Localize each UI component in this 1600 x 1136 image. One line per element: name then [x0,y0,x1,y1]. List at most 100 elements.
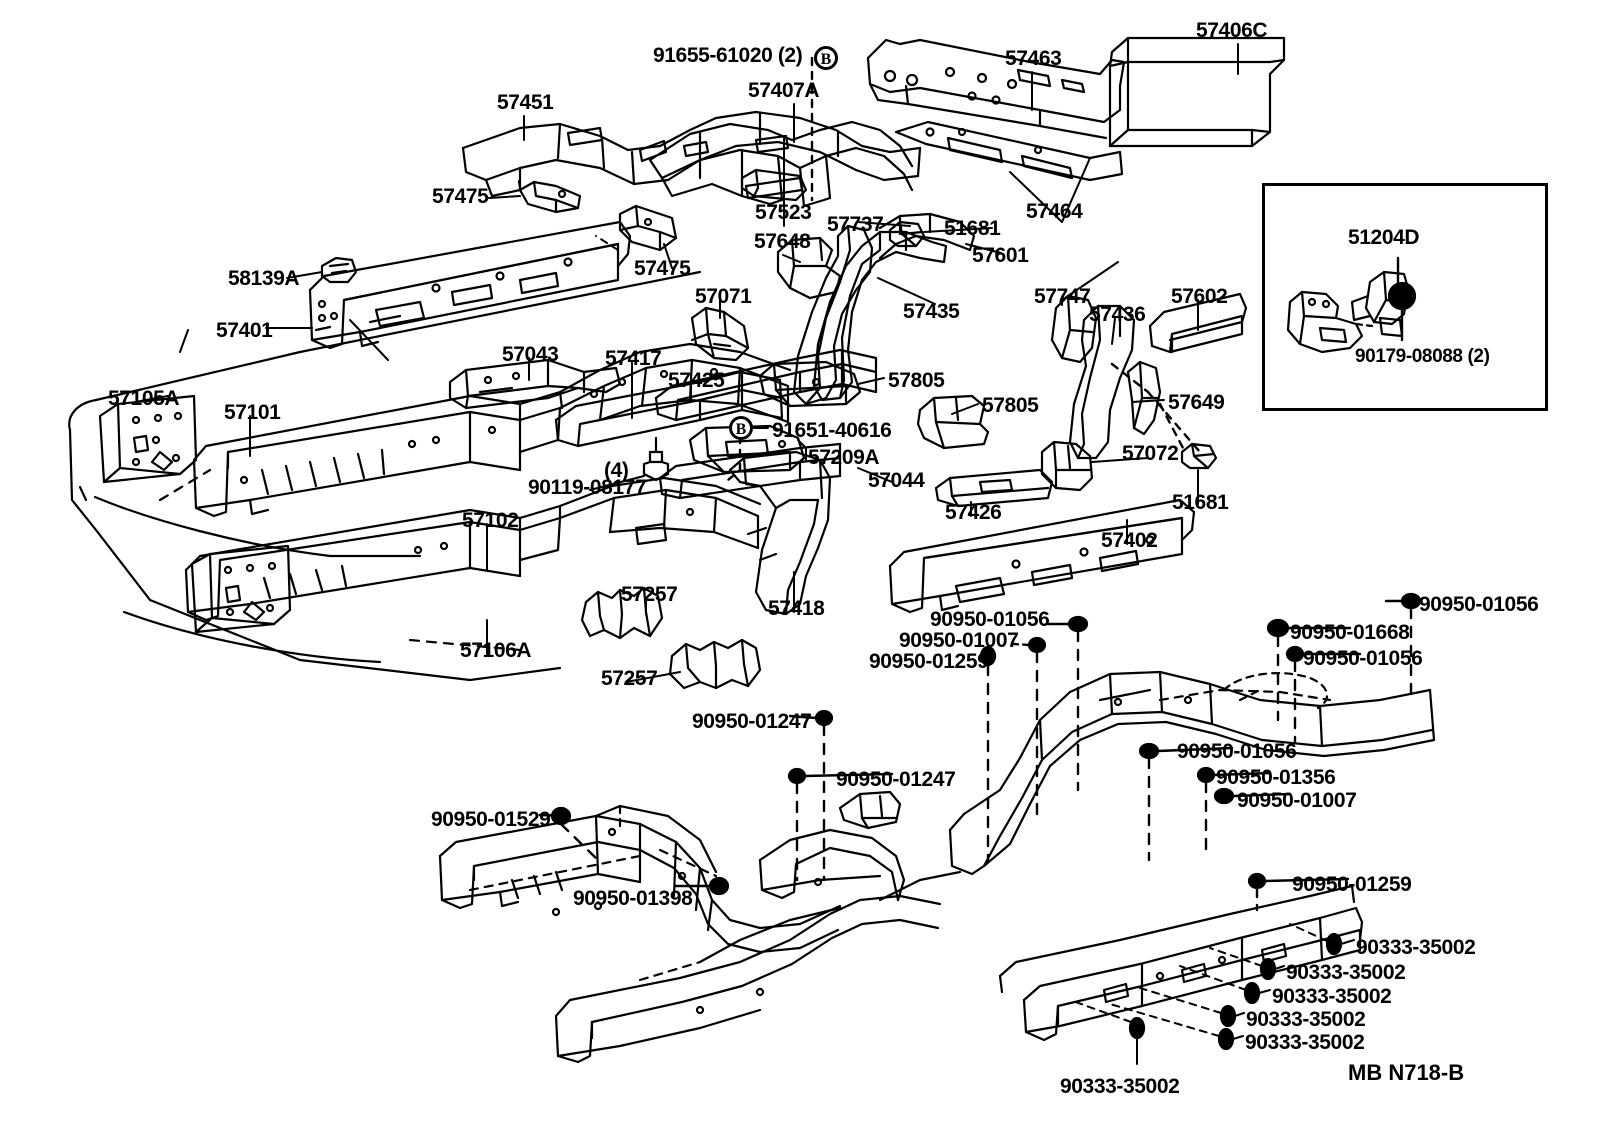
part-58139A [320,256,358,284]
part-57418 [728,450,832,616]
part-57407A [648,120,914,208]
part-57475-b [618,204,678,252]
part-number-l-57417: 57417 [605,347,662,370]
part-number-l-bolt-1529: 90950-01529 [431,808,551,831]
part-number-l-bolt-1056-d: 90950-01056 [1303,647,1423,670]
part-number-l-bolt-1007-a: 90950-01007 [899,629,1019,652]
part-number-l-bolt-1056-c: 90950-01056 [1419,593,1539,616]
part-90119-08177 [642,436,670,482]
part-57805-a [758,360,862,408]
part-57805-b [916,394,990,450]
part-57523-detail [740,168,808,202]
part-number-l-57435: 57435 [903,300,960,323]
part-number-l-51681-a: 51681 [944,217,1001,240]
part-number-l-gr-6: 90333-35002 [1060,1075,1180,1098]
part-57406C [1108,36,1286,148]
circled-marker-b-mid: B [729,416,753,440]
part-57649 [1126,360,1162,436]
part-57451 [461,110,922,198]
part-number-l-57102: 57102 [462,509,519,532]
part-57105A [98,394,198,484]
lower-centre-assembly [554,790,962,1064]
part-number-l-gr-4: 90333-35002 [1246,1008,1366,1031]
part-57257-b [668,638,762,690]
part-number-l-bolt-1398: 90950-01398 [573,887,693,910]
part-number-l-91655-61020: 91655-61020 (2) [653,44,803,67]
part-number-l-57436: 57436 [1089,303,1146,326]
part-57648 [776,236,842,300]
part-number-l-57805-a: 57805 [888,369,945,392]
part-57747 [1050,294,1098,364]
part-57426 [934,468,1054,508]
part-57475-a [518,180,582,214]
part-number-l-57463: 57463 [1005,47,1062,70]
part-number-l-57257-b: 57257 [601,667,658,690]
part-number-l-57805-b: 57805 [982,394,1039,417]
part-number-l-bolt-1247-b: 90950-01247 [836,768,956,791]
part-57106A [190,544,292,634]
part-51681-b [1180,442,1218,470]
fastener-leaders [1069,923,1355,1065]
part-number-l-57418: 57418 [768,597,825,620]
part-number-l-gr-2: 90333-35002 [1286,961,1406,984]
part-number-l-57406C: 57406C [1196,19,1268,42]
detail-inset-box [1262,183,1548,411]
diagram-footer-code: MB N718-B [1348,1060,1465,1085]
bottom-right-rail [998,884,1364,1042]
part-57464 [894,120,1124,182]
part-57102 [184,476,762,622]
inset-part-number-51204D: 51204D [1348,226,1420,249]
part-number-l-bolt-1668: 90950-01668 [1290,621,1410,644]
part-number-l-57105A: 57105A [108,387,180,410]
part-number-l-57402: 57402 [1101,529,1158,552]
part-number-l-57602: 57602 [1171,285,1228,308]
part-number-l-4qty: (4) [604,459,629,482]
part-number-l-bolt-1056-e: 90950-01056 [1177,740,1297,763]
part-number-l-57407A: 57407A [748,79,820,102]
part-number-l-57747: 57747 [1034,285,1091,308]
leader-lines [134,43,1239,683]
part-number-l-57475-a: 57475 [432,185,489,208]
bolt-cluster-leaders [538,599,1413,912]
part-number-l-bolt-1259-b: 90950-01259 [1292,873,1412,896]
part-number-l-57044: 57044 [868,469,925,492]
part-number-l-gr-5: 90333-35002 [1245,1031,1365,1054]
part-number-l-57106A: 57106A [460,639,532,662]
part-57463 [866,38,1126,140]
part-number-l-57043: 57043 [502,343,559,366]
part-number-l-bolt-1259-a: 90950-01259 [869,650,989,673]
part-57101 [192,342,792,518]
part-number-l-57257-a: 57257 [621,583,678,606]
lower-right-assembly [948,670,1436,876]
part-number-l-90119-08177: 90119-08177 [528,476,647,499]
part-number-l-57401: 57401 [216,319,273,342]
circled-marker-b-top: B [814,46,838,70]
part-57071 [690,306,750,362]
part-number-l-bolt-1056-a: 90950-01056 [930,608,1050,631]
part-57402 [888,498,1196,614]
inset-part-51204D [1286,270,1410,354]
part-number-l-bolt-1007-b: 90950-01007 [1237,789,1357,812]
part-number-l-bolt-1356: 90950-01356 [1216,766,1336,789]
part-57602 [1148,292,1248,354]
inset-bolt-number-90179: 90179-08088 (2) [1355,346,1490,367]
dashed-leaders [726,56,1202,482]
part-number-l-gr-3: 90333-35002 [1272,985,1392,1008]
part-number-l-57425: 57425 [668,369,725,392]
inset-bolt-leader [1396,256,1404,342]
part-number-l-57648: 57648 [754,230,811,253]
part-number-l-57464: 57464 [1026,200,1083,223]
part-number-l-57426: 57426 [945,501,1002,524]
part-57436 [1068,304,1136,460]
part-57043 [448,358,622,410]
part-number-l-gr-1: 90333-35002 [1356,936,1476,959]
part-number-l-91651-40616: 91651-40616 [772,419,892,442]
part-57417 [554,370,784,448]
part-number-l-57737: 57737 [827,213,884,236]
part-number-l-57475-b: 57475 [634,257,691,280]
part-number-l-58139A: 58139A [228,267,300,290]
part-number-l-57071: 57071 [695,285,752,308]
part-number-l-57601: 57601 [972,244,1029,267]
